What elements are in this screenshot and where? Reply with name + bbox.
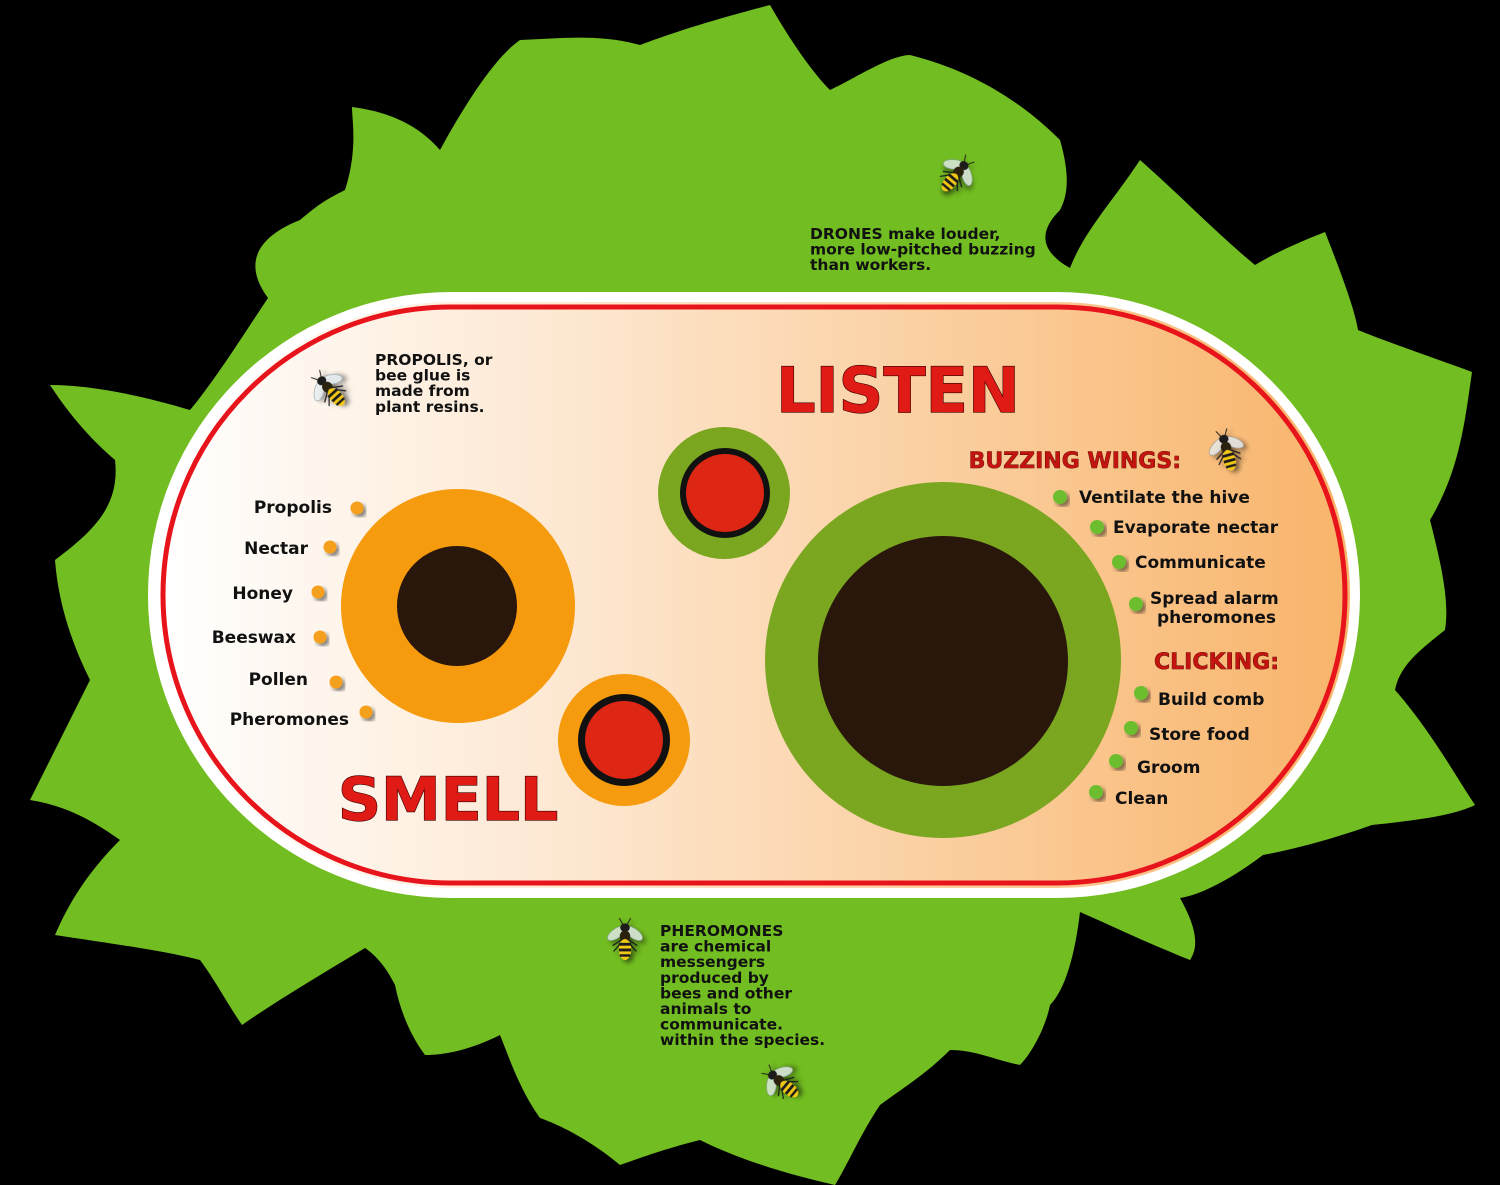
smell-item-label: Nectar [244,539,308,559]
note-line: bee glue is [375,367,470,385]
note-line: bees and other [660,984,792,1002]
buzzing-item-label: pheromones [1157,608,1276,628]
drones-note: DRONES make louder,more low-pitched buzz… [810,225,1036,274]
buzzing-item-label: Ventilate the hive [1079,488,1250,508]
listen-speaker-hole [818,536,1068,786]
smell-item-label: Beeswax [212,628,296,648]
green-bullet [1124,721,1138,735]
orange-bullet [323,540,337,554]
note-line: DRONES make louder, [810,225,1000,243]
note-line: PHEROMONES [660,922,783,940]
clicking-item-label: Groom [1137,758,1200,778]
smell-title: SMELL [338,765,558,835]
green-bullet [1134,686,1148,700]
note-line: animals to [660,1000,751,1018]
orange-bullet [329,675,343,689]
green-bullet [1090,520,1104,534]
smell-port-hole [397,546,517,666]
smell-list: PropolisNectarHoneyBeeswaxPollenPheromon… [212,498,373,730]
note-line: than workers. [810,256,931,274]
smell-item-label: Pollen [249,670,308,690]
green-bullet [1089,785,1103,799]
clicking-item-label: Store food [1149,725,1250,745]
note-line: more low-pitched buzzing [810,241,1036,259]
panel-red-border [160,304,1348,886]
note-line: PROPOLIS, or [375,351,493,369]
buzzing-item-label: Communicate [1135,553,1266,573]
buzzing-item-label: Spread alarm [1150,589,1279,609]
buzzing-item-label: Evaporate nectar [1113,518,1279,538]
smell-button[interactable] [585,701,663,779]
note-line: made from [375,382,470,400]
note-line: messengers [660,953,765,971]
note-line: are chemical [660,938,771,956]
orange-bullet [311,585,325,599]
note-line: within the species. [660,1031,825,1049]
clicking-item-label: Build comb [1158,690,1264,710]
listen-button[interactable] [686,454,764,532]
clicking-heading: CLICKING: [1154,650,1279,675]
green-bullet [1129,597,1143,611]
smell-item-label: Pheromones [230,710,349,730]
note-line: produced by [660,969,769,987]
listen-title: LISTEN [776,354,1020,427]
note-line: plant resins. [375,398,485,416]
clicking-item-label: Clean [1115,789,1168,809]
buzzing-wings-heading: BUZZING WINGS: [969,449,1181,474]
note-line: communicate. [660,1016,783,1034]
smell-item-label: Honey [232,584,293,604]
green-bullet [1112,555,1126,569]
orange-bullet [350,501,364,515]
green-bullet [1053,490,1067,504]
green-bullet [1109,754,1123,768]
orange-bullet [359,705,373,719]
smell-item-label: Propolis [254,498,332,518]
orange-bullet [313,630,327,644]
